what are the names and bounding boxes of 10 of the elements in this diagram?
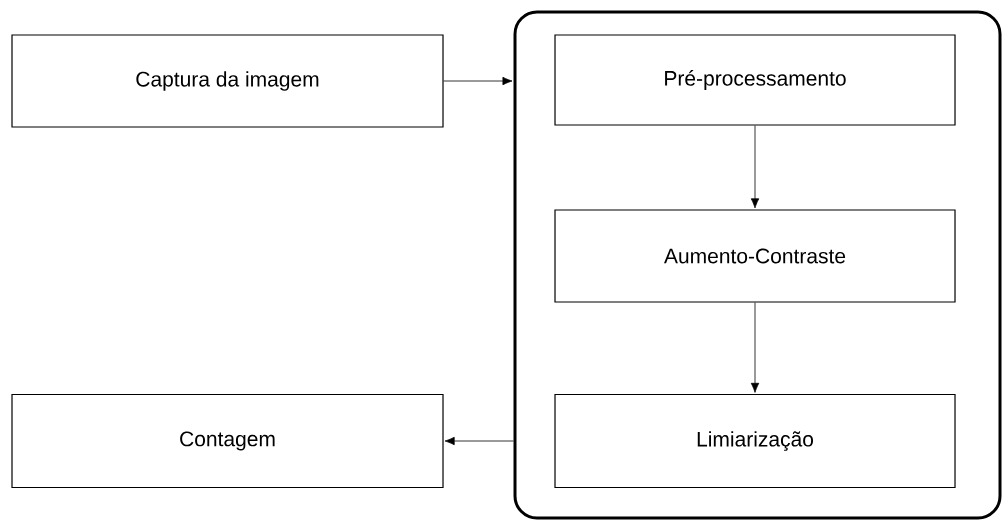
process-box: Pré-processamento <box>554 34 956 126</box>
arrow <box>443 76 513 86</box>
group-frame <box>513 10 1002 520</box>
arrow <box>444 436 514 446</box>
process-box: Limiarização <box>554 393 956 489</box>
process-box: Aumento-Contraste <box>554 209 956 303</box>
process-box: Contagem <box>11 393 444 489</box>
process-box: Captura da imagem <box>11 34 444 128</box>
arrow <box>750 125 760 209</box>
arrow <box>750 302 760 393</box>
